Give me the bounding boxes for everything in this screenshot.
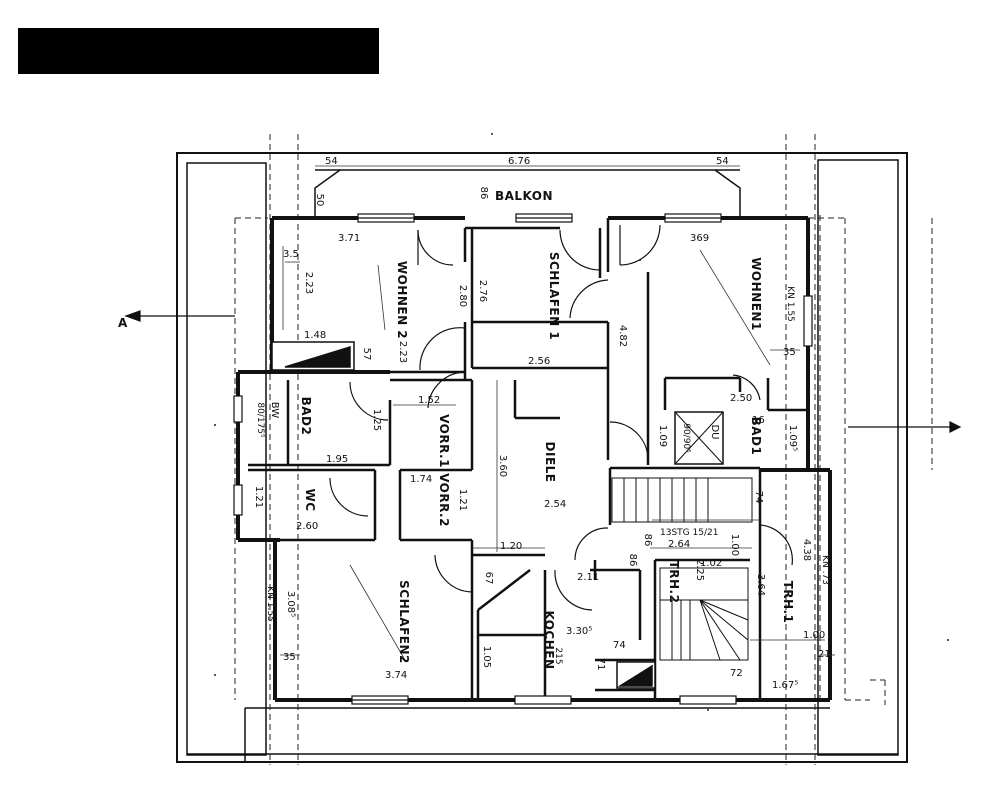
stair-spec: 13STG 15/21 <box>660 528 718 538</box>
dim-text: 86 <box>627 554 638 567</box>
dim-text: 50 <box>314 194 325 207</box>
outer-frame <box>176 152 908 763</box>
door-swings <box>329 224 793 611</box>
dim-text: 74 <box>613 640 626 651</box>
room-label-schlafen1: SCHLAFEN 1 <box>547 252 561 340</box>
dim-text: 74 <box>753 491 764 504</box>
dim-text: 3.74 <box>385 670 407 681</box>
dim-text: 1.52 <box>418 395 440 406</box>
dim-text: 215 <box>553 647 563 664</box>
dim-text: 1.74 <box>410 474 432 485</box>
dim-text: 67 <box>483 572 494 585</box>
dim-text: 54 <box>716 156 729 167</box>
dimension-lines <box>280 165 835 661</box>
room-label-trh1: TRH.1 <box>781 581 795 624</box>
room-label-vorr2: VORR.2 <box>437 473 451 527</box>
bathtub-label: BW <box>269 402 280 419</box>
dim-text: 54 <box>325 156 338 167</box>
dim-text: 6.76 <box>508 156 530 167</box>
section-markers <box>124 310 962 433</box>
dim-text: 1.67⁵ <box>772 680 798 691</box>
room-label-kochen: KOCHEN <box>542 610 556 669</box>
dimension-texts: 54 6.76 54 86 50 3.71 369 3.5 2.23 2.80 … <box>253 156 831 691</box>
shower-label: DU <box>709 424 720 439</box>
dim-text: 2.11 <box>577 572 599 583</box>
dashed-outline <box>234 134 933 765</box>
dim-text: 35 <box>783 347 796 358</box>
fixtures <box>271 341 724 689</box>
dim-text: 1.25 <box>371 409 382 431</box>
dim-text: 57 <box>361 348 372 361</box>
dim-text: 1.05 <box>481 646 492 668</box>
dim-text: 1.09⁵ <box>787 425 798 451</box>
dim-text: 4.38 <box>801 539 812 561</box>
room-label-diele: DIELE <box>543 442 557 483</box>
shower-size: 90/90⁵ <box>681 423 691 453</box>
dim-text: 35 <box>283 652 296 663</box>
room-label-wohnen1: WOHNEN1 <box>749 257 763 331</box>
room-label-balkon: BALKON <box>495 189 553 203</box>
room-label-trh2: TRH.2 <box>667 561 681 604</box>
dim-text: 1.09 <box>657 425 668 447</box>
bathtub-size: 80/175⁵ <box>255 402 265 438</box>
room-label-bad2: BAD2 <box>299 397 313 436</box>
scan-specks <box>214 133 949 711</box>
dim-text: 1.95 <box>326 454 348 465</box>
dim-text: 369 <box>690 233 709 244</box>
dim-text: 3.5 <box>283 249 299 260</box>
dim-text: 3.08⁵ <box>285 591 296 617</box>
dim-text: KN 1.55 <box>265 586 275 622</box>
staircase <box>611 477 753 661</box>
room-label-bad1: BAD1 <box>749 417 763 456</box>
dim-text: 1.02 <box>700 558 722 569</box>
room-label-wc: WC <box>303 488 317 511</box>
dim-text: 1.00 <box>803 630 825 641</box>
dim-text: 2.60 <box>296 521 318 532</box>
dim-text: 1.20 <box>500 541 522 552</box>
dim-text: 21 <box>818 649 831 660</box>
interior-walls <box>248 218 808 700</box>
dim-text: 1.48 <box>304 330 326 341</box>
room-label-schlafen2: SCHLAFEN2 <box>397 580 411 664</box>
dim-text: 2.23 <box>397 341 408 363</box>
dim-text: KN .73 <box>820 555 830 585</box>
dim-text: 3.60 <box>497 455 508 477</box>
dim-text: 4.82 <box>617 325 628 347</box>
dim-text: 86 <box>478 187 489 200</box>
dim-text: 2.23 <box>303 272 314 294</box>
dim-text: 2.25 <box>694 559 705 581</box>
dim-text: 16 <box>752 415 765 426</box>
dim-text: 1.21 <box>457 489 468 511</box>
dim-text: KN 1.55 <box>785 286 795 322</box>
dim-text: 3.64 <box>755 574 766 596</box>
dim-text: 2.50 <box>730 393 752 404</box>
dim-text: 1.00 <box>729 534 740 556</box>
windows <box>233 213 813 705</box>
redaction-bar <box>18 28 379 74</box>
dim-text: 1.21 <box>253 486 264 508</box>
room-label-wohnen2: WOHNEN 2 <box>395 261 409 339</box>
dim-text: 3.30⁵ <box>566 626 592 637</box>
room-label-vorr1: VORR.1 <box>437 414 451 468</box>
dim-text: 2.64 <box>668 539 690 550</box>
dim-text: 72 <box>730 668 743 679</box>
dim-text: 2.80 <box>457 285 468 307</box>
dim-text: 3.71 <box>338 233 360 244</box>
dim-text: 2.56 <box>528 356 550 367</box>
balcony-outline <box>314 169 741 218</box>
dim-text: 71 <box>595 658 606 671</box>
dim-text: 2.76 <box>477 280 488 302</box>
section-label-a: A <box>118 316 128 330</box>
dim-text: 86 <box>642 534 653 547</box>
dim-text: 2.54 <box>544 499 566 510</box>
